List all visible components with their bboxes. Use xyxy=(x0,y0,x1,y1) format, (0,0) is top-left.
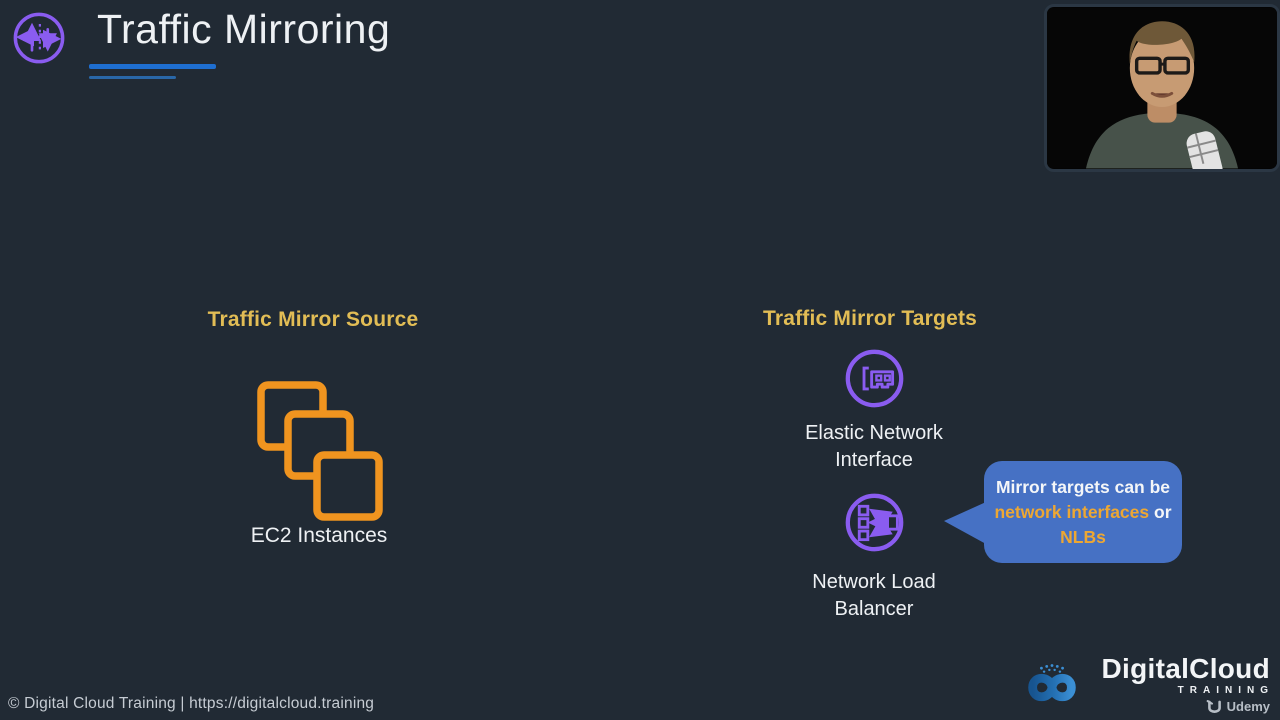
digital-cloud-infinity-icon xyxy=(1027,664,1076,702)
udemy-label: Udemy xyxy=(1226,699,1270,714)
elastic-network-interface-icon xyxy=(844,348,905,409)
udemy-brand: Udemy xyxy=(1206,699,1270,714)
presenter-webcam-video xyxy=(1044,4,1280,172)
callout-text-part2: or xyxy=(1154,501,1172,522)
brand-name: DigitalCloud xyxy=(1101,653,1270,684)
presenter-illustration xyxy=(1047,7,1277,169)
page-title: Traffic Mirroring xyxy=(97,6,391,52)
title-underline-primary xyxy=(89,64,216,69)
callout-highlight-nlbs: NLBs xyxy=(1060,526,1106,547)
callout-bubble: Mirror targets can be network interfaces… xyxy=(944,461,1182,563)
udemy-icon xyxy=(1206,699,1221,713)
traffic-mirroring-icon xyxy=(11,10,67,66)
callout-text: Mirror targets can be network interfaces… xyxy=(991,475,1175,550)
callout-highlight-network-interfaces: network interfaces xyxy=(994,501,1150,522)
copyright-text: © Digital Cloud Training | https://digit… xyxy=(8,695,375,712)
digital-cloud-brand: DigitalCloud TRAINING Udemy xyxy=(1008,654,1270,714)
callout-bubble-tail xyxy=(944,502,986,544)
eni-label: Elastic Network Interface xyxy=(805,422,943,471)
source-heading: Traffic Mirror Source xyxy=(207,308,419,331)
targets-heading: Traffic Mirror Targets xyxy=(762,307,978,330)
callout-text-part1: Mirror targets can be xyxy=(995,476,1171,497)
network-load-balancer-icon xyxy=(844,492,905,553)
source-label: EC2 Instances xyxy=(250,524,388,547)
title-underline-secondary xyxy=(89,76,176,79)
ec2-instances-icon xyxy=(257,381,383,521)
nlb-label: Network Load Balancer xyxy=(812,571,936,620)
brand-subtitle: TRAINING xyxy=(1177,685,1274,696)
